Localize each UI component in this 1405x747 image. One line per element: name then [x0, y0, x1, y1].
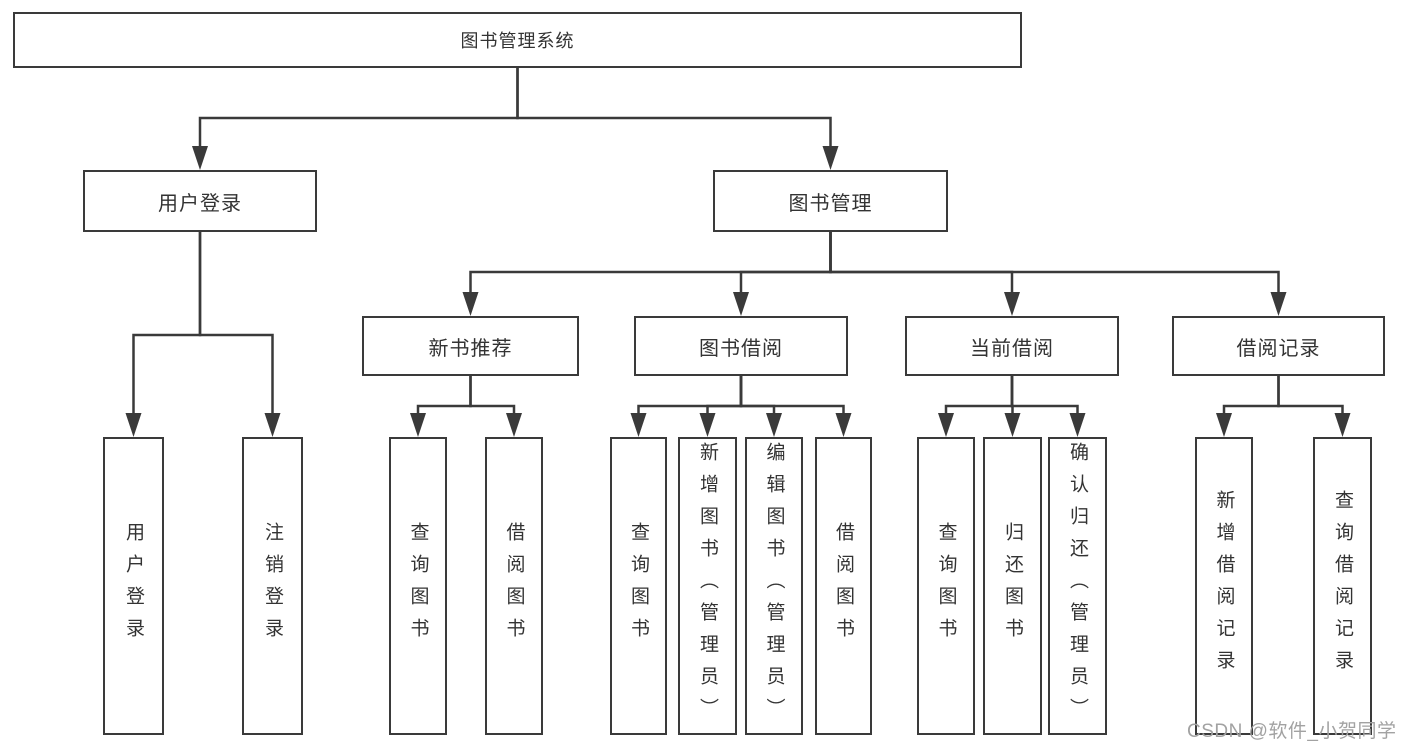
node-borrowing-records: 借阅记录 [1172, 316, 1385, 376]
node-label: 图书借阅 [699, 337, 783, 360]
node-label: 新增借阅记录 [1213, 490, 1235, 682]
node-label: 查询图书 [407, 522, 429, 650]
node-library-management-system: 图书管理系统 [13, 12, 1022, 68]
node-label: 用户登录 [123, 522, 144, 650]
node-leaf-logout-login: 注销登录 [242, 437, 303, 735]
node-leaf-user-login: 用户登录 [103, 437, 164, 735]
node-query-books: 查询图书 [389, 437, 447, 735]
node-label: 新增图书（管理员） [697, 442, 718, 730]
node-borrow-books: 借阅图书 [815, 437, 872, 735]
node-edit-books-admin: 编辑图书（管理员） [745, 437, 803, 735]
node-label: 当前借阅 [970, 337, 1054, 360]
node-label: 查询图书 [935, 522, 957, 650]
node-new-book-recommendation: 新书推荐 [362, 316, 579, 376]
node-label: 编辑图书（管理员） [763, 442, 785, 730]
node-label: 用户登录 [158, 192, 242, 215]
node-label: 借阅记录 [1236, 337, 1321, 360]
node-confirm-return-admin: 确认归还（管理员） [1048, 437, 1107, 735]
node-label: 查询图书 [628, 522, 649, 650]
node-add-borrowing-record: 新增借阅记录 [1195, 437, 1253, 735]
node-label: 新书推荐 [428, 337, 513, 360]
node-label: 借阅图书 [503, 522, 525, 650]
node-book-borrowing: 图书借阅 [634, 316, 848, 376]
node-label: 确认归还（管理员） [1067, 442, 1088, 730]
node-user-login: 用户登录 [83, 170, 317, 232]
node-label: 借阅图书 [833, 522, 854, 650]
watermark: CSDN @软件_小贺同学 [1187, 721, 1397, 742]
node-add-books-admin: 新增图书（管理员） [678, 437, 737, 735]
node-label: 图书管理 [788, 192, 873, 215]
node-return-books: 归还图书 [983, 437, 1042, 735]
node-label: 查询借阅记录 [1332, 490, 1353, 682]
node-query-books: 查询图书 [917, 437, 975, 735]
node-query-books: 查询图书 [610, 437, 667, 735]
node-label: 归还图书 [1002, 522, 1023, 650]
node-label: 图书管理系统 [460, 31, 575, 51]
node-query-borrowing-record: 查询借阅记录 [1313, 437, 1372, 735]
node-book-management: 图书管理 [713, 170, 948, 232]
node-current-borrowing: 当前借阅 [905, 316, 1119, 376]
node-borrow-books: 借阅图书 [485, 437, 543, 735]
node-label: 注销登录 [262, 522, 283, 650]
